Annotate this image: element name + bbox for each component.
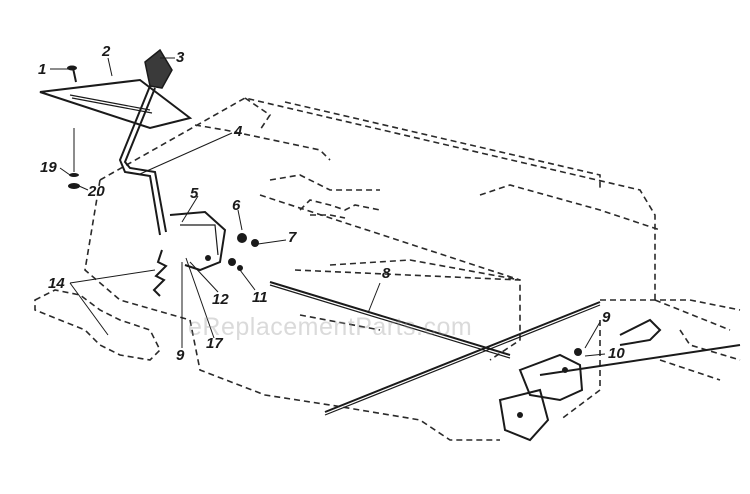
callout-8: 8 xyxy=(382,265,391,282)
callout-17: 17 xyxy=(206,335,223,352)
callout-6: 6 xyxy=(232,197,241,214)
callout-4: 4 xyxy=(234,123,243,140)
callout-11: 11 xyxy=(252,289,268,306)
callout-3: 3 xyxy=(176,49,185,66)
callout-12: 12 xyxy=(212,291,229,308)
callout-20: 20 xyxy=(88,183,105,200)
spring xyxy=(152,249,168,297)
callout-9-right: 9 xyxy=(602,309,611,326)
frame-outline xyxy=(34,97,741,441)
callout-14: 14 xyxy=(48,275,65,292)
callout-2: 2 xyxy=(102,43,111,60)
lever-bracket xyxy=(169,210,259,272)
shift-plate xyxy=(39,78,193,130)
shift-rod xyxy=(269,281,511,359)
shift-knob xyxy=(144,48,173,89)
callout-19: 19 xyxy=(40,159,57,176)
callout-1: 1 xyxy=(38,61,47,78)
shift-lever xyxy=(118,85,167,236)
screw xyxy=(67,65,77,83)
transmission-arm xyxy=(498,318,741,442)
leader-lines xyxy=(50,57,606,357)
callout-9-left: 9 xyxy=(176,347,185,364)
callout-7: 7 xyxy=(288,229,297,246)
callout-5: 5 xyxy=(190,185,199,202)
cross-rod xyxy=(324,301,601,416)
callout-10: 10 xyxy=(608,345,625,362)
watermark: eReplacementParts.com xyxy=(188,313,473,341)
washer-stack xyxy=(68,128,80,189)
